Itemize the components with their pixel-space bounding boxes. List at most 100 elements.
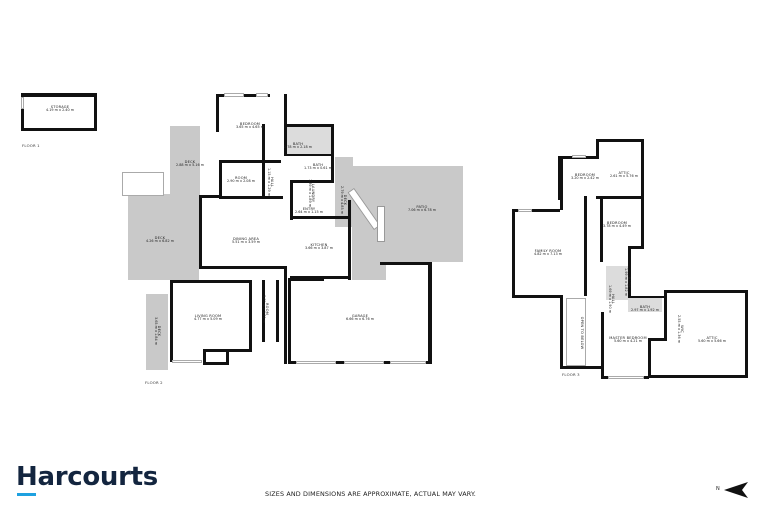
wall — [331, 124, 334, 180]
wall — [348, 200, 351, 280]
wall — [170, 280, 252, 283]
wall — [745, 290, 748, 378]
bath-tile — [628, 298, 662, 312]
garage-door — [344, 361, 384, 364]
wall — [199, 266, 287, 269]
stairs — [122, 172, 164, 196]
wall — [558, 156, 561, 200]
wall — [288, 278, 291, 364]
wall — [170, 280, 173, 362]
wall — [512, 295, 562, 298]
harcourts-logo: Harcourts — [16, 462, 158, 492]
wall — [21, 128, 97, 131]
wall — [203, 349, 206, 365]
room-label-open-to-below: OPEN TO BELOW — [580, 316, 585, 350]
wall — [560, 295, 563, 367]
compass-label: N — [716, 486, 720, 492]
deck-area — [146, 294, 168, 370]
wall — [560, 366, 604, 369]
wall — [284, 154, 334, 156]
wall — [641, 139, 644, 249]
wall — [262, 124, 265, 162]
wall — [226, 349, 229, 365]
logo-accent-bar — [17, 493, 36, 496]
disclaimer-text: SIZES AND DIMENSIONS ARE APPROXIMATE, AC… — [265, 490, 476, 498]
deck-area — [128, 194, 199, 280]
window — [224, 93, 244, 97]
wall — [596, 196, 644, 199]
wall — [628, 246, 644, 249]
window — [572, 155, 586, 158]
window — [21, 97, 24, 109]
wall — [249, 280, 252, 352]
wall — [290, 180, 293, 220]
patio-screen — [377, 206, 385, 242]
wall — [664, 290, 748, 293]
window — [608, 376, 644, 379]
open-to-below — [566, 298, 586, 366]
wall — [203, 362, 229, 365]
wall — [601, 312, 604, 378]
wall — [199, 195, 202, 267]
wall — [288, 278, 324, 281]
wall — [512, 209, 560, 212]
north-arrow-icon: N — [716, 481, 756, 499]
wall — [290, 276, 350, 279]
window — [172, 360, 202, 363]
wall — [648, 375, 748, 378]
floor-2-label: FLOOR 2 — [145, 380, 163, 385]
wall — [219, 160, 222, 198]
window — [518, 209, 532, 212]
wall — [290, 180, 334, 183]
garage-door — [390, 361, 426, 364]
wall — [560, 156, 563, 210]
wall — [284, 124, 334, 127]
window — [256, 93, 268, 97]
floor-3-label: FLOOR 3 — [562, 372, 580, 377]
bath-tile — [606, 266, 628, 300]
wall — [94, 93, 97, 131]
wall — [428, 262, 432, 364]
wall — [276, 280, 279, 342]
wall — [199, 195, 219, 198]
wall — [216, 94, 219, 132]
wall — [596, 139, 599, 159]
wall — [596, 139, 644, 142]
wall — [21, 93, 24, 131]
wall — [21, 93, 97, 97]
wall — [219, 196, 283, 199]
bath-tile — [287, 127, 331, 154]
wall — [512, 209, 515, 297]
wall — [290, 216, 350, 219]
wall — [262, 280, 265, 342]
wall — [380, 262, 432, 265]
wall — [284, 268, 287, 364]
wall — [648, 338, 651, 378]
garage-door — [296, 361, 336, 364]
wall — [584, 196, 587, 296]
deck-area — [170, 126, 200, 196]
